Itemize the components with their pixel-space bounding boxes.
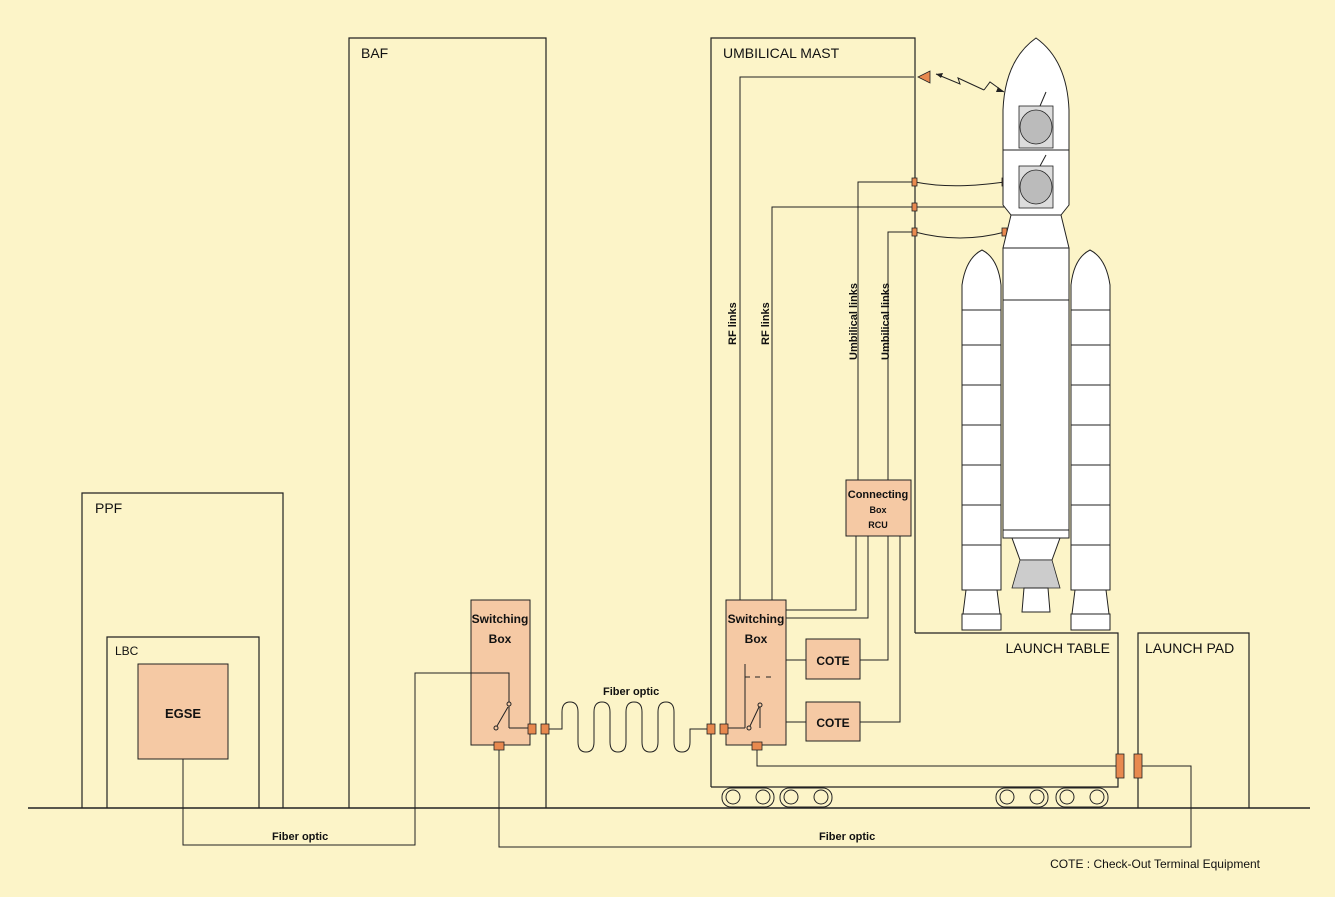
baf-label: BAF: [361, 45, 388, 61]
lbc-label: LBC: [115, 644, 139, 658]
umbilical-links-label-1: Umbilical links: [848, 283, 860, 360]
egse-label: EGSE: [165, 706, 201, 721]
launch-table-label: LAUNCH TABLE: [1005, 640, 1110, 656]
fiber-optic-label-left: Fiber optic: [272, 831, 328, 843]
baf-switching-label-2: Box: [489, 632, 512, 646]
mast-switching-box: Switching Box: [706, 599, 787, 751]
link-lines: [739, 76, 1006, 723]
cote-box-upper: COTE: [805, 638, 861, 680]
mast-switching-label-1: Switching: [728, 612, 785, 626]
baf-connector-out-2: [540, 723, 550, 735]
baf-switching-label-1: Switching: [472, 612, 529, 626]
table-pad-connector-2: [1133, 753, 1143, 779]
cote-lower-label: COTE: [816, 716, 849, 730]
left-booster: [961, 249, 1002, 631]
cote-box-lower: COTE: [805, 701, 861, 742]
launch-table-wheels: [721, 787, 1109, 808]
ariane-rocket-icon: [961, 37, 1111, 631]
fiber-optic-label-right: Fiber optic: [819, 831, 875, 843]
umbilical-links-label-2: Umbilical links: [880, 283, 892, 360]
mast-switching-label-2: Box: [745, 632, 768, 646]
umbilical-mast-label: UMBILICAL MAST: [723, 45, 840, 61]
umbilical-mast: UMBILICAL MAST: [710, 37, 916, 787]
mast-connector-in-2: [719, 723, 729, 735]
launch-pad-label: LAUNCH PAD: [1145, 640, 1234, 656]
fiber-optic-baf-pad: [498, 750, 1192, 848]
connecting-box-label-1: Connecting: [848, 489, 909, 501]
satellite-icon: [1018, 91, 1054, 149]
cote-upper-label: COTE: [816, 654, 849, 668]
legend-text: COTE : Check-Out Terminal Equipment: [1050, 857, 1261, 871]
baf-building: BAF: [348, 37, 547, 808]
launch-table: LAUNCH TABLE: [711, 632, 1119, 808]
rf-links-label-1: RF links: [727, 302, 739, 345]
launch-pad: LAUNCH PAD: [1137, 632, 1250, 808]
ppf-building: PPF: [81, 492, 284, 808]
table-pad-connector-1: [1115, 753, 1125, 779]
connecting-box-label-3: RCU: [868, 520, 888, 530]
fiber-optic-label-coil: Fiber optic: [603, 686, 659, 698]
connecting-box-label-2: Box: [869, 505, 886, 515]
rf-links-label-2: RF links: [760, 302, 772, 345]
lbc-building: LBC: [106, 636, 260, 808]
rf-antenna: [917, 70, 1005, 93]
baf-connector-bottom: [493, 741, 505, 751]
right-booster: [1070, 249, 1111, 631]
egse-box: EGSE: [137, 663, 229, 760]
mast-connector-in-1: [706, 723, 716, 735]
fiber-optic-egse-baf: [182, 672, 510, 846]
fiber-optic-coil: Fiber optic: [549, 686, 707, 753]
mast-connector-bottom: [751, 741, 763, 751]
ppf-label: PPF: [95, 500, 122, 516]
baf-connector-out-1: [527, 723, 537, 735]
satellite-icon-2: [1018, 154, 1054, 209]
connecting-box-rcu: Connecting Box RCU: [845, 479, 912, 537]
